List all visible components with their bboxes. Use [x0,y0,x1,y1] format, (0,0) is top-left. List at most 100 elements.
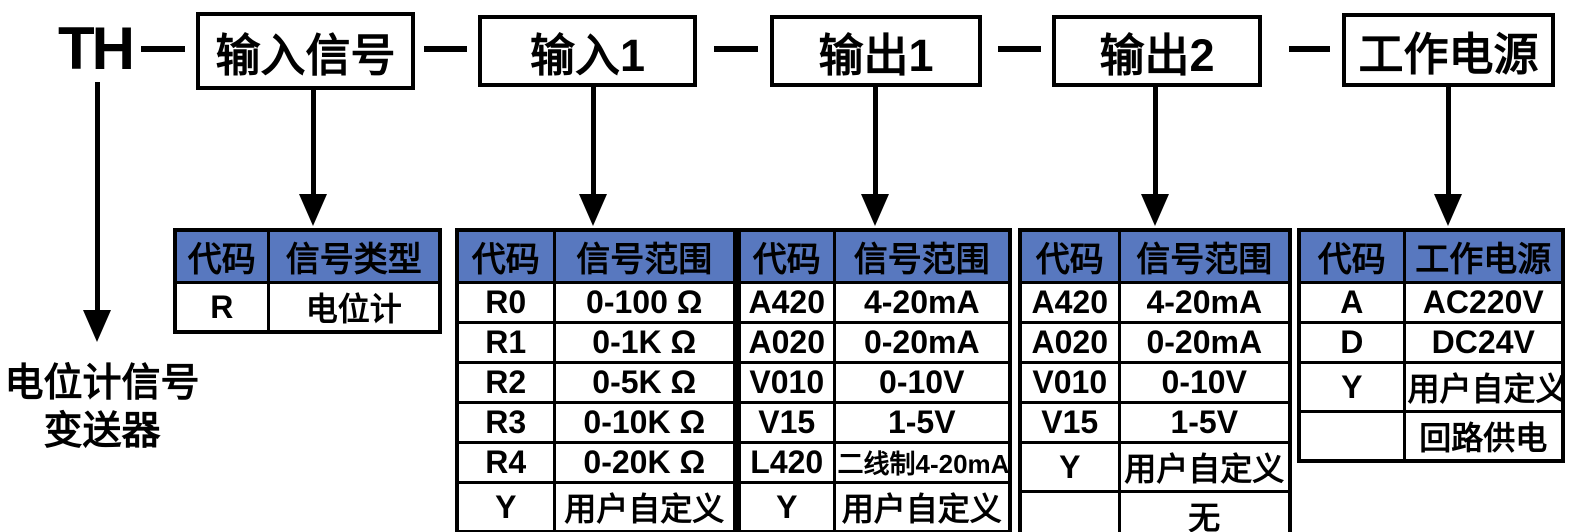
table-cell: A420 [737,281,836,324]
box-output1-label: 输出1 [818,29,934,81]
box-output2-label: 输出2 [1099,29,1215,81]
table-cell: AC220V [1402,281,1565,324]
table-cell: 二线制4-20mA [832,441,1012,484]
table-cell: R0 [455,281,556,324]
column-header-code: 代码 [1018,228,1121,284]
table-cell: R1 [455,321,556,364]
table-row: 无 [1018,490,1292,532]
table-cell: R4 [455,441,556,484]
table-cell: D [1297,321,1406,364]
column-header-code: 代码 [173,228,270,284]
model-prefix: TH [58,15,135,82]
table-cell: Y [1297,361,1406,413]
table-cell: 用户自定义 [832,481,1012,532]
prefix-note-line2: 变送器 [43,409,161,453]
table-cell: 0-20mA [1117,321,1292,364]
table-cell: 用户自定义 [1117,441,1292,493]
table-cell: A020 [737,321,836,364]
arrow-down-icon [861,194,889,226]
arrow-line [311,90,316,196]
table-cell: Y [737,481,836,532]
prefix-note: 电位计信号 变送器 [0,360,204,455]
table-cell: L420 [737,441,836,484]
table-row: 回路供电 [1297,410,1565,463]
table-cell: 0-20K Ω [552,441,737,484]
table-cell: 1-5V [832,401,1012,444]
box-input1: 输入1 [478,15,697,87]
box-output1: 输出1 [770,15,982,87]
table-cell: R3 [455,401,556,444]
box-power-supply-label: 工作电源 [1358,28,1539,80]
table-cell: Y [455,481,556,532]
table-cell: 0-10V [832,361,1012,404]
table-cell: 4-20mA [832,281,1012,324]
table-header-row: 代码 信号范围 [737,228,1012,284]
box-input-signal-label: 输入信号 [215,29,396,81]
column-header-code: 代码 [737,228,836,284]
arrow-line [1446,87,1451,196]
arrow-down-icon [1434,194,1462,226]
table-cell [1297,410,1406,463]
table-header-row: 代码 工作电源 [1297,228,1565,284]
table-cell: DC24V [1402,321,1565,364]
dash-connector [424,46,467,52]
column-header-signal-range: 信号范围 [1117,228,1292,284]
table-cell: A420 [1018,281,1121,324]
table-cell: 0-5K Ω [552,361,737,404]
box-input-signal: 输入信号 [196,12,415,90]
table-cell [1018,490,1121,532]
table-cell: V010 [737,361,836,404]
arrow-down-icon [299,194,327,226]
table-cell: 1-5V [1117,401,1292,444]
dash-connector [998,46,1041,52]
table-cell: 4-20mA [1117,281,1292,324]
table-cell: 无 [1117,490,1292,532]
table-cell: R2 [455,361,556,404]
table-header-row: 代码 信号类型 [173,228,442,284]
table-cell: 0-1K Ω [552,321,737,364]
table-header-row: 代码 信号范围 [455,228,737,284]
column-header-signal-type: 信号类型 [266,228,442,284]
arrow-down-icon [83,310,111,342]
table-cell: 0-10K Ω [552,401,737,444]
table-cell: A020 [1018,321,1121,364]
column-header-power-supply: 工作电源 [1402,228,1565,284]
table-cell: 用户自定义 [552,481,737,532]
box-power-supply: 工作电源 [1342,13,1555,87]
table-cell: 0-10V [1117,361,1292,404]
dash-connector [714,46,758,52]
column-header-code: 代码 [455,228,556,284]
table-cell: 0-20mA [832,321,1012,364]
dash-connector [1289,46,1330,52]
arrow-line [1153,87,1158,196]
arrow-down-icon [579,194,607,226]
table-header-row: 代码 信号范围 [1018,228,1292,284]
column-header-signal-range: 信号范围 [832,228,1012,284]
table-cell: 用户自定义 [1402,361,1565,413]
box-output2: 输出2 [1052,15,1262,87]
column-header-code: 代码 [1297,228,1406,284]
box-input1-label: 输入1 [529,29,646,81]
table-cell: Y [1018,441,1121,493]
